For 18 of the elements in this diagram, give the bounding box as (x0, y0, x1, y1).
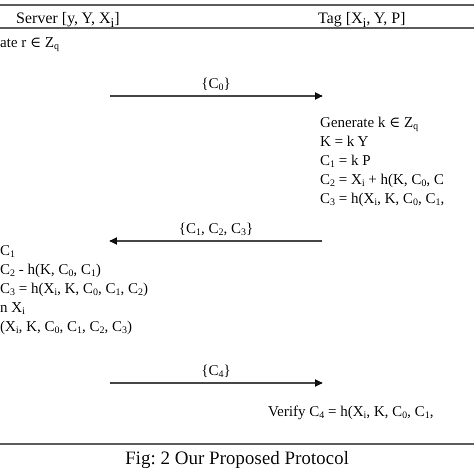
protocol-step: n X$_{i}$ (0, 300, 25, 317)
column-heading: Tag [X$_{i}$, Y, P] (318, 10, 406, 32)
protocol-step: C$_{3}$ = h(X$_{i}$, K, C$_{0}$, C$_{1}$, (320, 191, 444, 208)
column-heading: Server [y, Y, X$_{i}$] (16, 10, 120, 32)
protocol-step: Verify C$_{4}$ = h(X$_{i}$, K, C$_{0}$, C$_{1}$, (268, 404, 434, 421)
protocol-step: (X$_{i}$, K, C$_{0}$, C$_{1}$, C$_{2}$, C$_{3}$) (0, 319, 132, 336)
protocol-step: C$_{3}$ = h(X$_{i}$, K, C$_{0}$, C$_{1}$, C$_{2}$) (0, 281, 148, 298)
protocol-step: K = k Y (320, 134, 368, 151)
protocol-step: ate r ∈ Z$_{q}$ (0, 35, 59, 52)
message-arrow (109, 237, 322, 245)
protocol-step: Generate k ∈ Z$_{q}$ (320, 115, 418, 132)
protocol-step: C$_{2}$ = X$_{i}$ + h(K, C$_{0}$, C (320, 172, 444, 189)
protocol-step: C$_{1}$ = k P (320, 153, 371, 170)
message-arrow (110, 92, 323, 100)
figure-caption: Fig: 2 Our Proposed Protocol (124, 448, 350, 470)
message-arrow (110, 379, 323, 387)
protocol-step: C$_{2}$ - h(K, C$_{0}$, C$_{1}$) (0, 262, 101, 279)
protocol-step: C$_{1}$ (0, 243, 16, 260)
